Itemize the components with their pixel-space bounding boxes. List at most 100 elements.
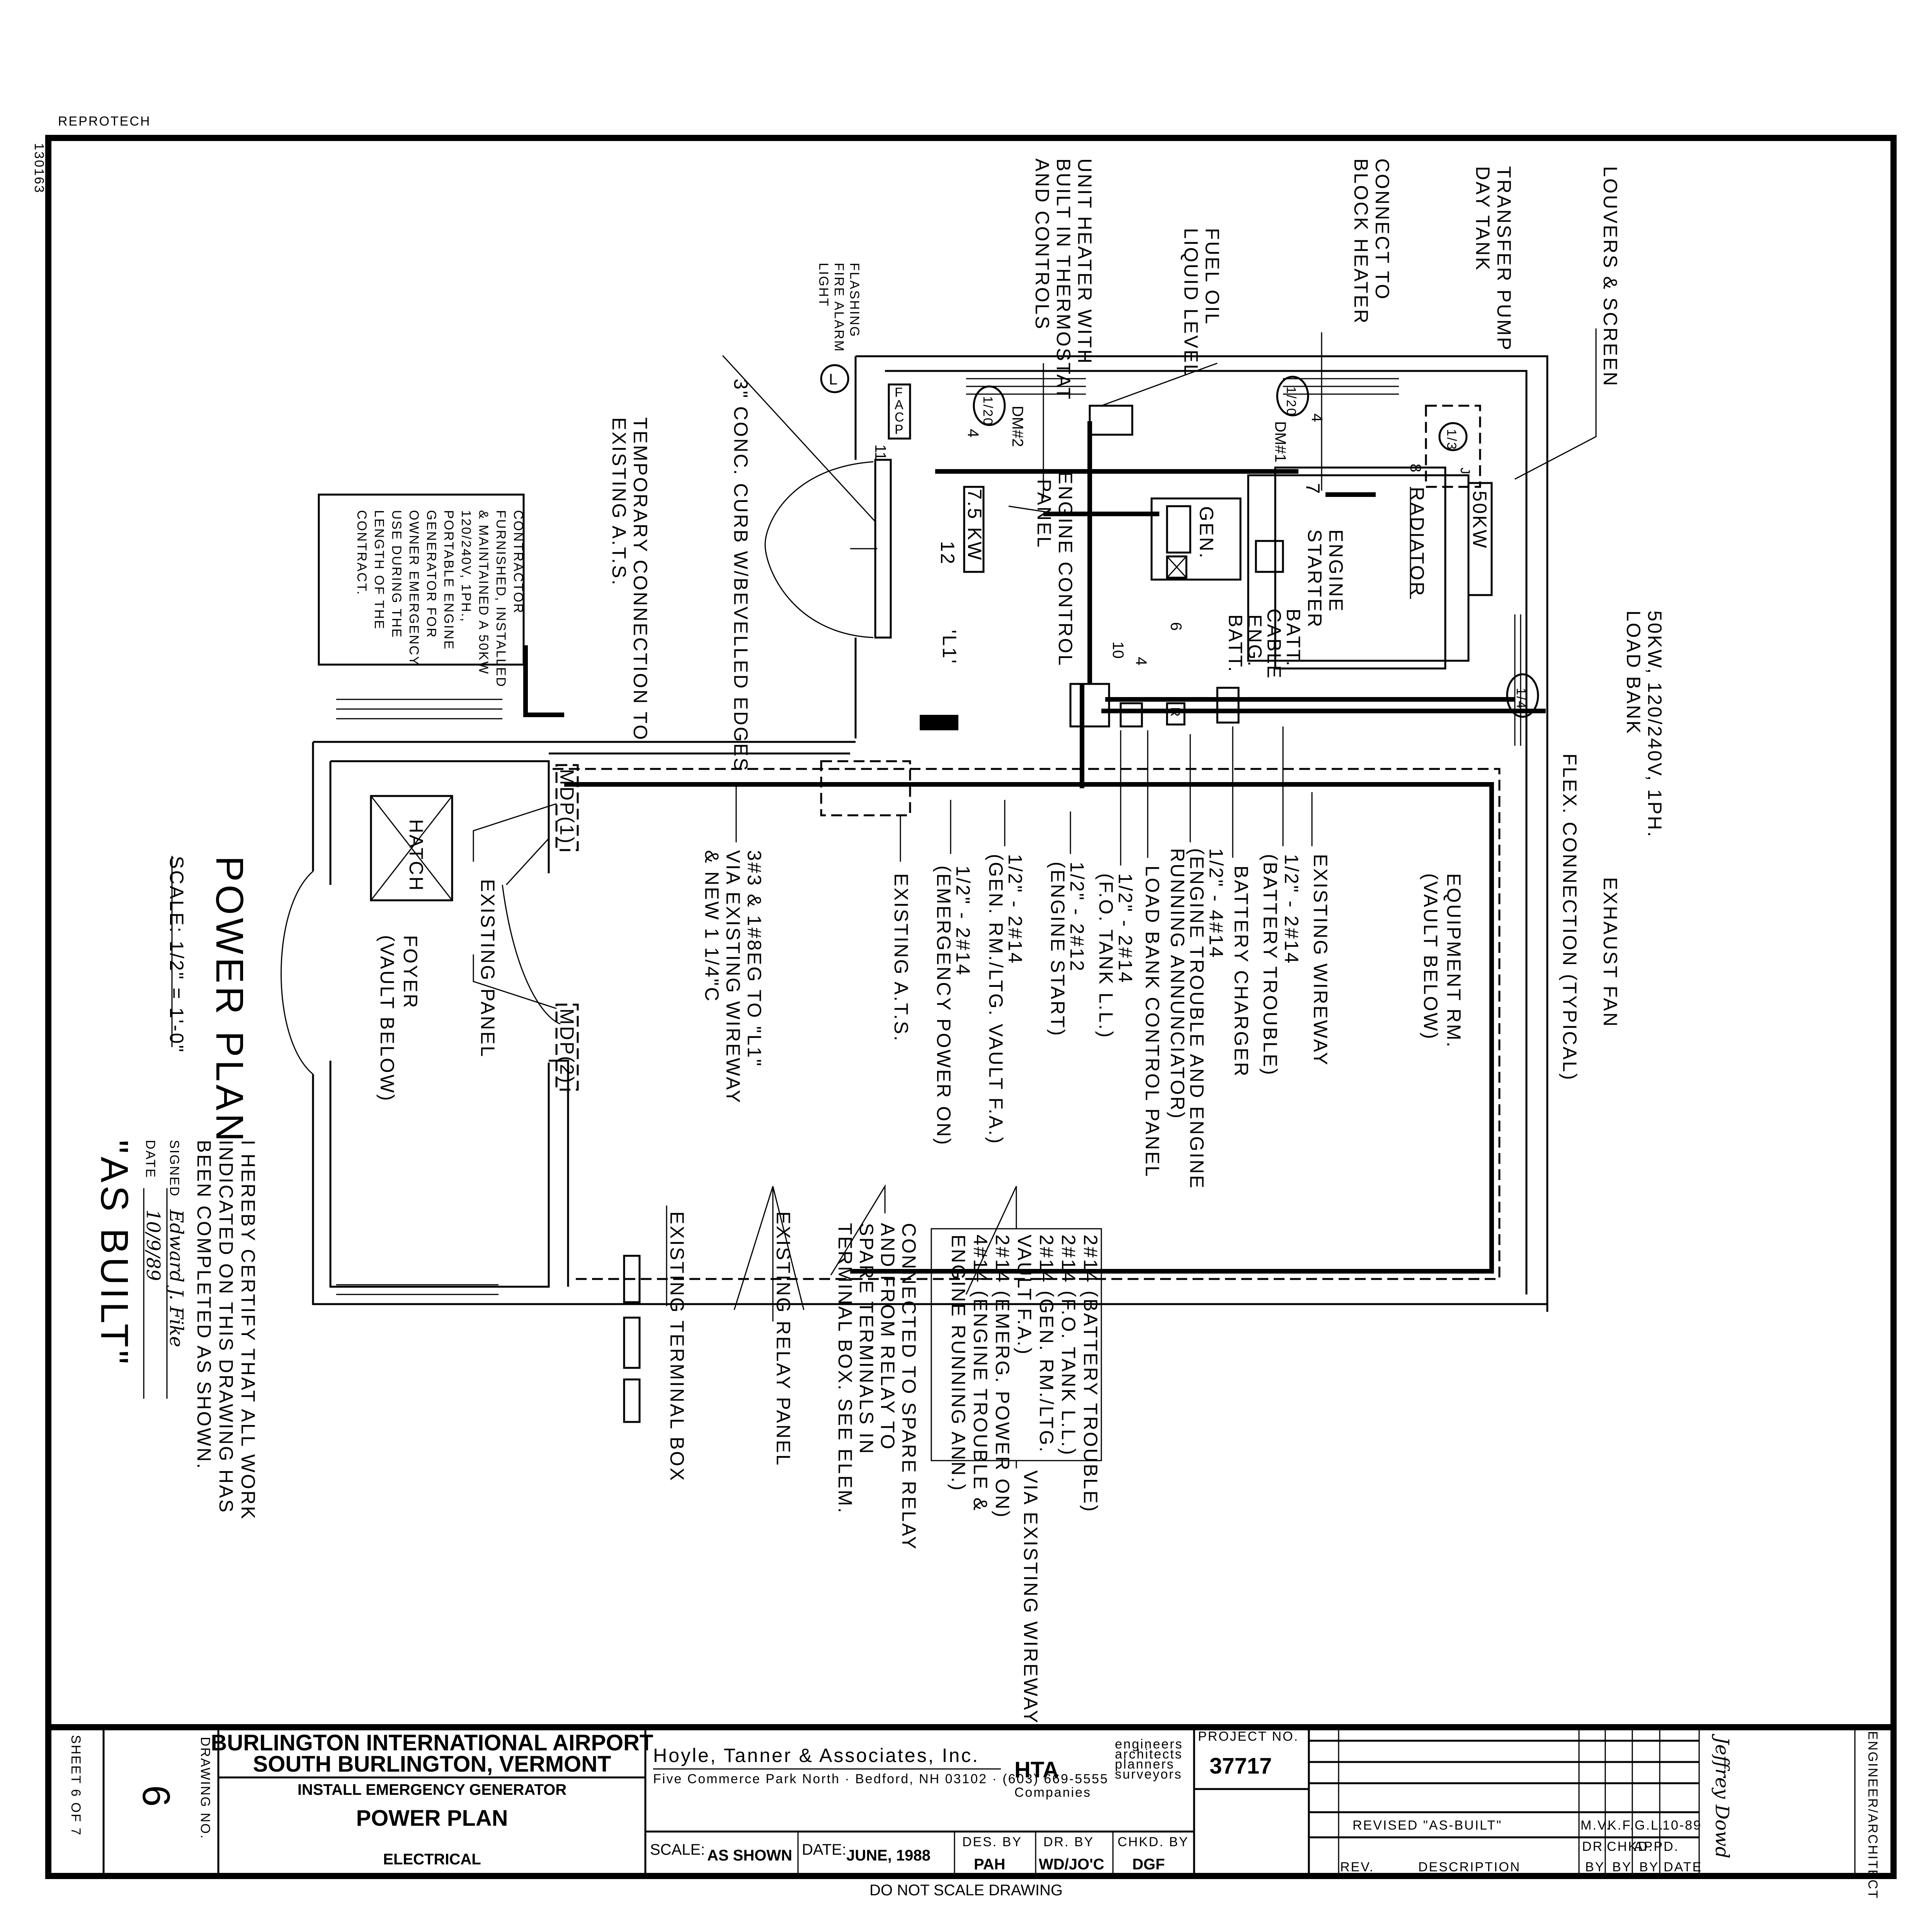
drawing-label: (F.O. TANK L.L.) bbox=[1095, 873, 1117, 1039]
drawing-label: RUNNING ANNUNCIATOR) bbox=[1167, 848, 1188, 1120]
drawing-label: 4 bbox=[1133, 657, 1150, 665]
drawing-label: LOAD BANK bbox=[1623, 611, 1644, 735]
temp-connection-label: TEMPORARY CONNECTION TO bbox=[630, 417, 651, 741]
drawing-label: GEN. bbox=[1196, 506, 1217, 560]
drawing-linework bbox=[1338, 1727, 1856, 1876]
relay-and-terminal-boxes bbox=[623, 1255, 641, 1423]
drawing-linework bbox=[623, 1255, 641, 1303]
drawing-label: BY bbox=[1585, 1860, 1605, 1874]
drawing-label: (ENGINE TROUBLE AND ENGINE bbox=[1186, 848, 1208, 1190]
reprotech-stamp: REPROTECH bbox=[58, 114, 151, 129]
drawing-label: 7.5 KW bbox=[964, 489, 985, 561]
drawing-linework bbox=[854, 355, 1548, 1312]
sheet-serial: 130163 bbox=[32, 143, 46, 194]
battery-trouble-label: 1/2" - 2#14 bbox=[1281, 854, 1302, 965]
drawing-label: & NEW 1 1/4"C bbox=[701, 850, 723, 1003]
fire-alarm-label: FLASHING bbox=[847, 263, 862, 338]
via-wireway-label: VIA EXISTING WIREWAY bbox=[1020, 1470, 1041, 1725]
drawing-label: DAY TANK bbox=[1472, 166, 1494, 272]
drawing-label: CABLE bbox=[1263, 609, 1285, 680]
building-walls bbox=[281, 355, 1548, 1312]
drawing-label: MDP(2) bbox=[556, 1009, 578, 1084]
plan-scale: SCALE: 1/2" = 1'-0" bbox=[166, 856, 187, 1054]
callouts: LOUVERS & SCREEN TRANSFER PUMP DAY TANK … bbox=[318, 158, 1666, 1725]
existing-terminal-box-label: EXISTING TERMINAL BOX bbox=[666, 1211, 688, 1482]
as-built-certification: I HEREBY CERTIFY THAT ALL WORK INDICATED… bbox=[93, 1140, 259, 1520]
drawing-label: & MAINTAINED A 50KW bbox=[476, 510, 491, 675]
gen-rm-label: 1/2" - 2#14 bbox=[1004, 854, 1026, 965]
equipment-room-label: EQUIPMENT RM. bbox=[1443, 873, 1465, 1049]
drawing-label: ELECTRICAL bbox=[383, 1851, 481, 1868]
unit-heater-label: UNIT HEATER WITH bbox=[1074, 158, 1096, 365]
certification-signature: Edward J. Fike bbox=[165, 1209, 187, 1347]
drawing-label: 4 bbox=[965, 429, 982, 437]
drawing-linework bbox=[1120, 702, 1143, 728]
drawing-linework bbox=[336, 699, 502, 1295]
contractor-note-box bbox=[318, 493, 525, 666]
drawing-label: 11 bbox=[872, 444, 889, 461]
drawing-title: POWER PLAN bbox=[356, 1806, 508, 1831]
drawing-linework bbox=[370, 796, 453, 901]
drawing-label: (VAULT BELOW) bbox=[376, 935, 398, 1102]
drawing-label: Five Commerce Park North · Bedford, NH 0… bbox=[653, 1772, 1109, 1786]
drawing-label: ENGINEER/ARCHITECT bbox=[1865, 1731, 1880, 1900]
drawing-label: DM#2 bbox=[1009, 406, 1026, 447]
drawing-linework bbox=[549, 752, 850, 1287]
drawing-label: (EMERGENCY POWER ON) bbox=[933, 866, 954, 1146]
drawing-label: AS SHOWN bbox=[707, 1847, 792, 1864]
block-heater-label: CONNECT TO bbox=[1371, 158, 1393, 301]
new-conduit bbox=[564, 782, 1494, 1274]
drawing-label: 120/240V, 1PH., bbox=[459, 510, 473, 622]
drawing-label: architects bbox=[1115, 1747, 1183, 1762]
drawing-linework bbox=[885, 370, 1528, 1294]
drawing-label: REV. bbox=[1340, 1860, 1374, 1874]
louvers-label: LOUVERS & SCREEN bbox=[1599, 166, 1621, 387]
drawing-label: LENGTH OF THE bbox=[372, 510, 386, 630]
drawing-label: 6 bbox=[1167, 622, 1184, 631]
sheet-number: SHEET 6 OF 7 bbox=[68, 1735, 83, 1836]
drawing-label: WD/JO'C bbox=[1039, 1856, 1104, 1873]
drawing-label: 10-89 bbox=[1662, 1818, 1702, 1833]
spare-relay-label: CONNECTED TO SPARE RELAY bbox=[898, 1223, 920, 1551]
drawing-label: DATE bbox=[143, 1140, 158, 1179]
drawing-label: TERMINAL BOX. SEE ELEM. bbox=[834, 1223, 856, 1514]
drawing-label: SPARE TERMINALS IN bbox=[856, 1223, 877, 1455]
drawing-label: EXISTING A.T.S. bbox=[608, 417, 630, 587]
drawing-linework bbox=[1274, 466, 1446, 670]
transfer-pump-label: TRANSFER PUMP bbox=[1493, 166, 1515, 352]
plan-area: HATCH MDP(1) MDP(2) 50KW RADIATOR 7 ENGI… bbox=[166, 158, 1666, 1725]
drawing-linework bbox=[874, 459, 892, 639]
drawing-label: OWNER EMERGENCY bbox=[407, 510, 421, 666]
drawing-linework bbox=[966, 378, 1399, 395]
drawing-label: INSTALL EMERGENCY GENERATOR bbox=[298, 1781, 567, 1798]
drawing-linework bbox=[963, 486, 985, 573]
drawing-linework bbox=[820, 364, 849, 393]
hatch: HATCH bbox=[370, 795, 453, 901]
drawing-linework bbox=[1216, 687, 1240, 724]
drawing-linework bbox=[973, 385, 1006, 426]
drawing-label: 1/20 bbox=[1284, 386, 1298, 417]
drawing-label: ENG. bbox=[1244, 614, 1266, 668]
client-name: BURLINGTON INTERNATIONAL AIRPORT bbox=[211, 1730, 653, 1755]
project-number: 37717 bbox=[1210, 1753, 1272, 1779]
drawing-label: planners bbox=[1115, 1757, 1174, 1772]
drawing-linework bbox=[722, 355, 876, 522]
drawing-label: LIQUID LEVEL bbox=[1180, 228, 1202, 376]
drawing-linework bbox=[623, 1316, 641, 1369]
drawing-label: INDICATED ON THIS DRAWING HAS bbox=[215, 1140, 237, 1514]
drawing-label: DR. BY bbox=[1043, 1835, 1094, 1849]
drawing-label: SCALE: bbox=[650, 1841, 705, 1858]
drawing-linework bbox=[555, 764, 579, 851]
wire-list: 2#14 (BATTERY TROUBLE) bbox=[1080, 1235, 1101, 1513]
drawing-linework bbox=[1514, 328, 1597, 480]
load-bank-panel-label: LOAD BANK CONTROL PANEL bbox=[1142, 866, 1163, 1178]
drawing-linework bbox=[1309, 1740, 1699, 1838]
drawing-label: PAH bbox=[974, 1856, 1005, 1873]
drawing-linework bbox=[143, 1188, 168, 1399]
drawing-label: (ENGINE START) bbox=[1047, 862, 1068, 1037]
existing-panel-label: EXISTING PANEL bbox=[477, 879, 499, 1058]
drawing-label: SOUTH BURLINGTON, VERMONT bbox=[253, 1752, 611, 1777]
drawing-label: RADIATOR bbox=[1406, 487, 1428, 597]
drawing-linework bbox=[1069, 683, 1110, 728]
drawing-linework bbox=[329, 760, 550, 1288]
